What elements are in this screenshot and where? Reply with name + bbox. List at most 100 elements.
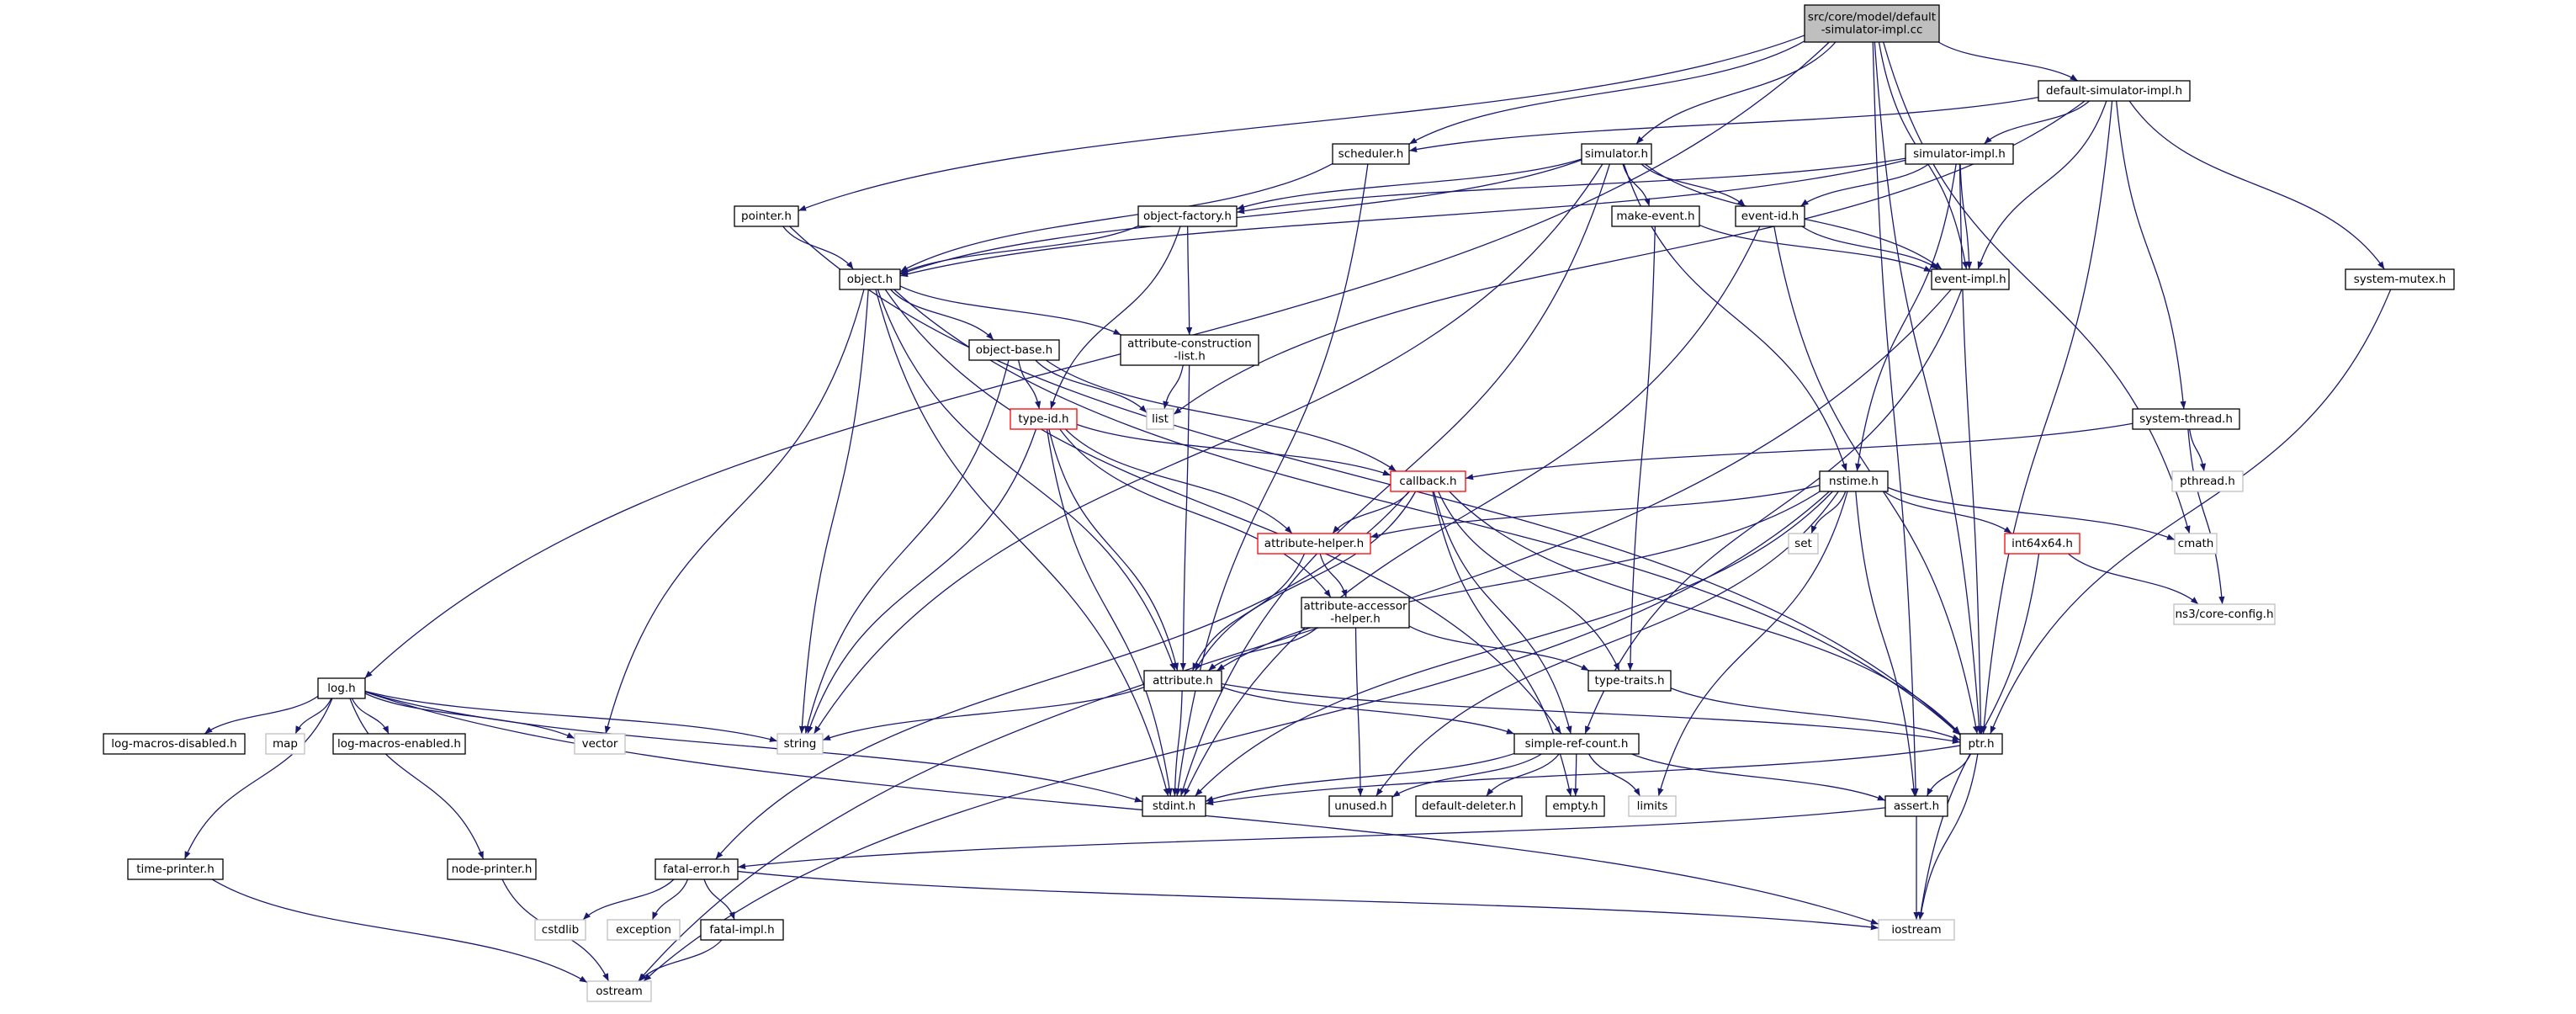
node-cmath-box[interactable]	[2174, 533, 2218, 555]
node-attrhelper-box[interactable]	[1257, 533, 1371, 555]
node-pthread-box[interactable]	[2171, 470, 2244, 492]
node-attraccessor-box[interactable]	[1301, 597, 1410, 629]
node-sysmutex[interactable]: system-mutex.h	[2345, 268, 2455, 290]
node-cstdlib[interactable]: cstdlib	[534, 919, 586, 941]
node-callback-box[interactable]	[1390, 470, 1466, 492]
node-ostream-box[interactable]	[586, 980, 652, 1002]
node-iostream-box[interactable]	[1878, 919, 1955, 941]
node-simulator[interactable]: simulator.h	[1581, 143, 1652, 165]
node-nstime-box[interactable]	[1819, 470, 1889, 492]
node-logenabled[interactable]: log-macros-enabled.h	[332, 733, 466, 755]
node-logdisabled-box[interactable]	[103, 733, 246, 755]
node-logdisabled[interactable]: log-macros-disabled.h	[103, 733, 246, 755]
node-sysmutex-box[interactable]	[2345, 268, 2455, 290]
node-nstime[interactable]: nstime.h	[1819, 470, 1889, 492]
node-pthread[interactable]: pthread.h	[2171, 470, 2244, 492]
node-fatalimpl-box[interactable]	[700, 919, 784, 941]
node-object[interactable]: object.h	[839, 268, 901, 290]
node-attrcons[interactable]: attribute-construction-list.h	[1120, 334, 1259, 366]
node-eventid[interactable]: event-id.h	[1735, 205, 1805, 227]
node-nodeprinter-box[interactable]	[447, 858, 537, 880]
node-coreconfig[interactable]: ns3/core-config.h	[2173, 603, 2276, 625]
node-makeevent-box[interactable]	[1611, 205, 1700, 227]
node-eventid-box[interactable]	[1735, 205, 1805, 227]
node-scheduler[interactable]: scheduler.h	[1332, 143, 1410, 165]
node-nodeprinter[interactable]: node-printer.h	[447, 858, 537, 880]
node-objfactory[interactable]: object-factory.h	[1137, 205, 1238, 227]
node-typetraits-box[interactable]	[1587, 670, 1672, 692]
node-typeid[interactable]: type-id.h	[1010, 408, 1078, 430]
node-assert-box[interactable]	[1884, 795, 1948, 817]
node-logenabled-box[interactable]	[332, 733, 466, 755]
node-attribute[interactable]: attribute.h	[1143, 670, 1222, 692]
node-ostream[interactable]: ostream	[586, 980, 652, 1002]
node-map-box[interactable]	[265, 733, 305, 755]
node-root-box[interactable]	[1804, 4, 1940, 43]
node-int64x64-box[interactable]	[2004, 533, 2080, 555]
node-exception[interactable]: exception	[607, 919, 681, 941]
node-systhread-box[interactable]	[2132, 408, 2240, 430]
node-empty-box[interactable]	[1545, 795, 1605, 817]
node-limits-box[interactable]	[1628, 795, 1677, 817]
node-eventimpl-box[interactable]	[1931, 268, 2010, 290]
node-pointer[interactable]: pointer.h	[734, 205, 799, 227]
node-ptr[interactable]: ptr.h	[1959, 733, 2003, 755]
node-timeprinter-box[interactable]	[127, 858, 224, 880]
node-simulator-box[interactable]	[1581, 143, 1652, 165]
node-fatalimpl[interactable]: fatal-impl.h	[700, 919, 784, 941]
node-dsimpl[interactable]: default-simulator-impl.h	[2038, 80, 2191, 102]
node-fatalerror[interactable]: fatal-error.h	[655, 858, 739, 880]
node-typeid-box[interactable]	[1010, 408, 1078, 430]
node-unused[interactable]: unused.h	[1328, 795, 1393, 817]
node-vector[interactable]: vector	[574, 733, 626, 755]
node-callback[interactable]: callback.h	[1390, 470, 1466, 492]
node-defdeleter-box[interactable]	[1415, 795, 1523, 817]
node-exception-box[interactable]	[607, 919, 681, 941]
node-stdint-box[interactable]	[1142, 795, 1206, 817]
node-cstdlib-box[interactable]	[534, 919, 586, 941]
node-empty[interactable]: empty.h	[1545, 795, 1605, 817]
node-systhread[interactable]: system-thread.h	[2132, 408, 2240, 430]
node-root[interactable]: src/core/model/default-simulator-impl.cc	[1804, 4, 1940, 43]
node-stdint[interactable]: stdint.h	[1142, 795, 1206, 817]
node-attraccessor[interactable]: attribute-accessor-helper.h	[1301, 597, 1410, 629]
node-objfactory-box[interactable]	[1137, 205, 1238, 227]
node-pointer-box[interactable]	[734, 205, 799, 227]
node-fatalerror-box[interactable]	[655, 858, 739, 880]
node-unused-box[interactable]	[1328, 795, 1393, 817]
node-vector-box[interactable]	[574, 733, 626, 755]
node-makeevent[interactable]: make-event.h	[1611, 205, 1700, 227]
node-dsimpl-box[interactable]	[2038, 80, 2191, 102]
node-iostream[interactable]: iostream	[1878, 919, 1955, 941]
node-set-box[interactable]	[1788, 533, 1819, 555]
node-attrcons-box[interactable]	[1120, 334, 1259, 366]
node-list-box[interactable]	[1146, 408, 1174, 430]
node-attrhelper[interactable]: attribute-helper.h	[1257, 533, 1371, 555]
node-simplerefcount[interactable]: simple-ref-count.h	[1513, 733, 1640, 755]
node-eventimpl[interactable]: event-impl.h	[1931, 268, 2010, 290]
node-timeprinter[interactable]: time-printer.h	[127, 858, 224, 880]
node-simimpl[interactable]: simulator-impl.h	[1905, 143, 2014, 165]
node-typetraits[interactable]: type-traits.h	[1587, 670, 1672, 692]
node-limits[interactable]: limits	[1628, 795, 1677, 817]
node-coreconfig-box[interactable]	[2173, 603, 2276, 625]
node-simplerefcount-box[interactable]	[1513, 733, 1640, 755]
node-ptr-box[interactable]	[1959, 733, 2003, 755]
node-string-box[interactable]	[777, 733, 824, 755]
node-list[interactable]: list	[1146, 408, 1174, 430]
node-map[interactable]: map	[265, 733, 305, 755]
node-simimpl-box[interactable]	[1905, 143, 2014, 165]
node-objbase-box[interactable]	[968, 339, 1060, 361]
node-cmath[interactable]: cmath	[2174, 533, 2218, 555]
node-attribute-box[interactable]	[1143, 670, 1222, 692]
node-string[interactable]: string	[777, 733, 824, 755]
node-int64x64[interactable]: int64x64.h	[2004, 533, 2080, 555]
node-set[interactable]: set	[1788, 533, 1819, 555]
node-assert[interactable]: assert.h	[1884, 795, 1948, 817]
node-scheduler-box[interactable]	[1332, 143, 1410, 165]
node-objbase[interactable]: object-base.h	[968, 339, 1060, 361]
node-log[interactable]: log.h	[317, 677, 366, 699]
node-object-box[interactable]	[839, 268, 901, 290]
node-log-box[interactable]	[317, 677, 366, 699]
node-defdeleter[interactable]: default-deleter.h	[1415, 795, 1523, 817]
